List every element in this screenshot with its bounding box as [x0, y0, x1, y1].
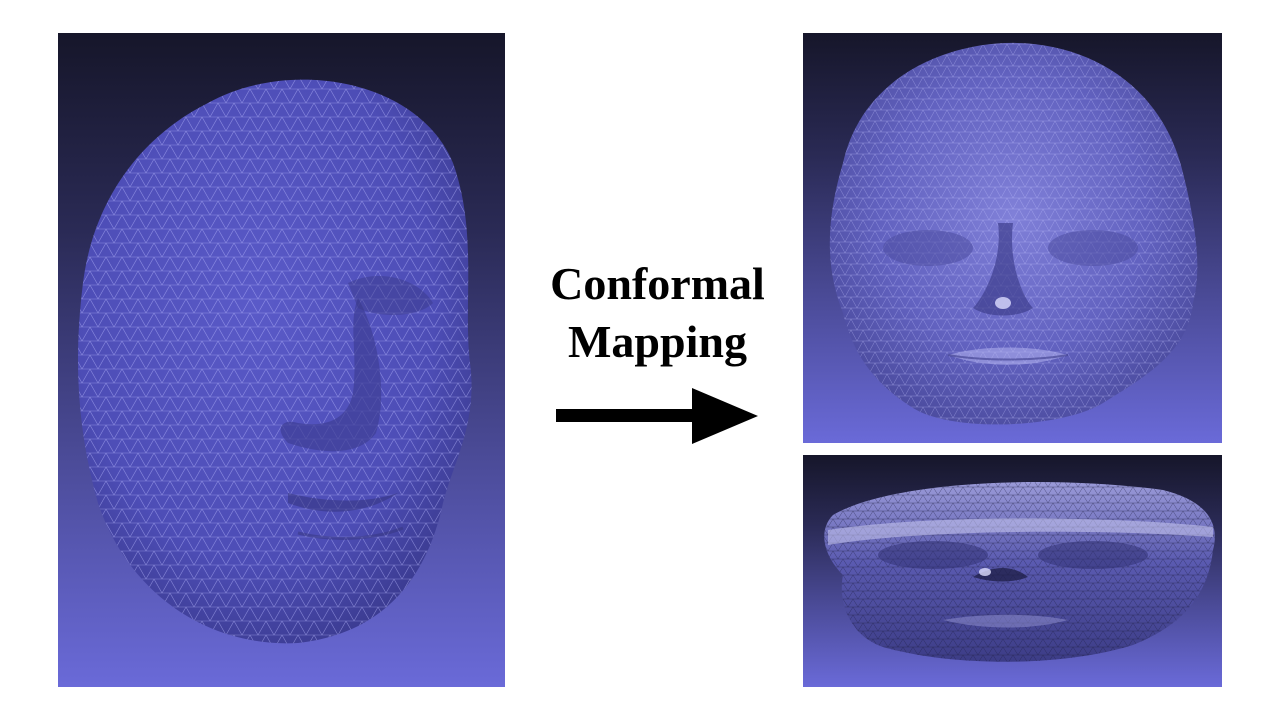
nose-shape	[280, 298, 382, 452]
mapped-face-front-panel	[803, 33, 1222, 443]
original-face-mesh-image	[78, 79, 472, 644]
right-arrow-icon	[556, 388, 758, 444]
mapped-face-tilted-image	[824, 482, 1215, 662]
mapped-face-front-image	[829, 42, 1198, 425]
caption-line-2: Mapping	[568, 316, 747, 367]
conformal-mapping-caption: Conformal Mapping	[520, 255, 795, 371]
mapped-face-tilted-panel	[803, 455, 1222, 687]
original-face-mesh-panel	[58, 33, 505, 687]
caption-line-1: Conformal	[550, 258, 765, 309]
